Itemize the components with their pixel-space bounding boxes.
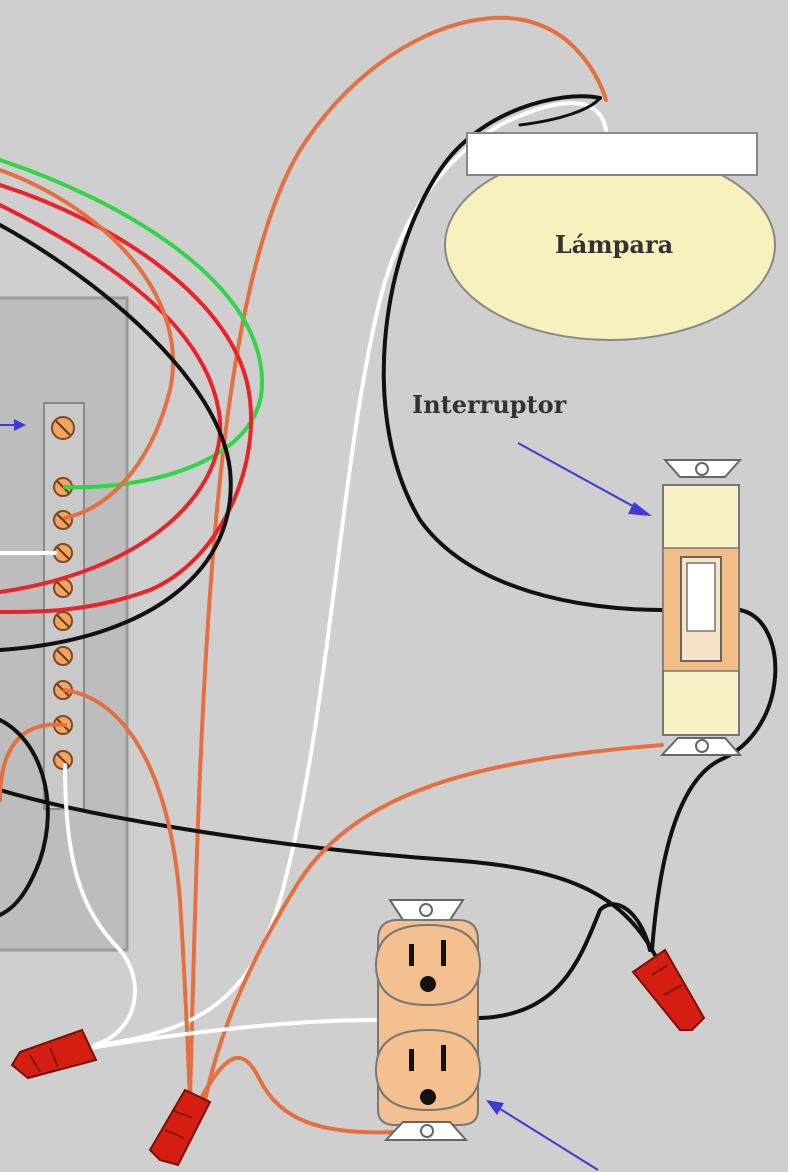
wire-black-loop-left: [0, 718, 50, 917]
wire-black-incoming: [0, 223, 233, 652]
wire-orange-lamp: [188, 15, 608, 1102]
wire-black-switch-nut: [650, 608, 778, 952]
wire-orange-outlet-nut: [198, 1055, 397, 1135]
wire-white-lamp: [98, 101, 608, 1047]
terminal-screw-slot: [56, 513, 70, 527]
wire-nut-right: [631, 948, 706, 1031]
wire-black-outlet-nut: [478, 902, 652, 1020]
wire-green-incoming: [0, 158, 265, 490]
terminal-screw-slot: [56, 753, 70, 767]
wire-orange-incoming: [0, 168, 176, 520]
lamp-label: Lámpara: [555, 230, 673, 259]
duplex-outlet: [374, 899, 482, 1141]
terminal-screw-slot: [56, 649, 70, 663]
wire-orange-terminal-nut: [63, 688, 192, 1102]
lamp-fixture: Lámpara: [444, 132, 776, 341]
lamp-base-plate: [466, 132, 758, 176]
wire-nut-left: [10, 1028, 98, 1080]
wire-red-incoming-1: [0, 183, 253, 614]
switch-label: Interruptor: [412, 390, 567, 419]
light-switch: [659, 459, 743, 756]
wire-red-incoming-2: [0, 203, 223, 594]
wire-nut-center: [148, 1088, 212, 1167]
terminal-screw-slot: [56, 546, 70, 560]
wires: [0, 15, 778, 1135]
outlet-receptacle-bottom: [374, 1028, 482, 1112]
terminal-screw-slot: [56, 614, 70, 628]
wire-orange-switch-nut: [203, 743, 664, 1102]
switch-pointer-arrow: [517, 442, 652, 516]
wire-white-outlet-nut: [88, 1018, 377, 1050]
wire-black-panel-nut: [0, 788, 657, 957]
outlet-pointer-arrow: [486, 1100, 599, 1171]
wire-black-lamp-switch: [381, 94, 664, 612]
outlet-receptacle-top: [374, 923, 482, 1007]
wire-white-terminal-nut: [63, 763, 137, 1047]
terminal-screw-slot: [56, 581, 70, 595]
